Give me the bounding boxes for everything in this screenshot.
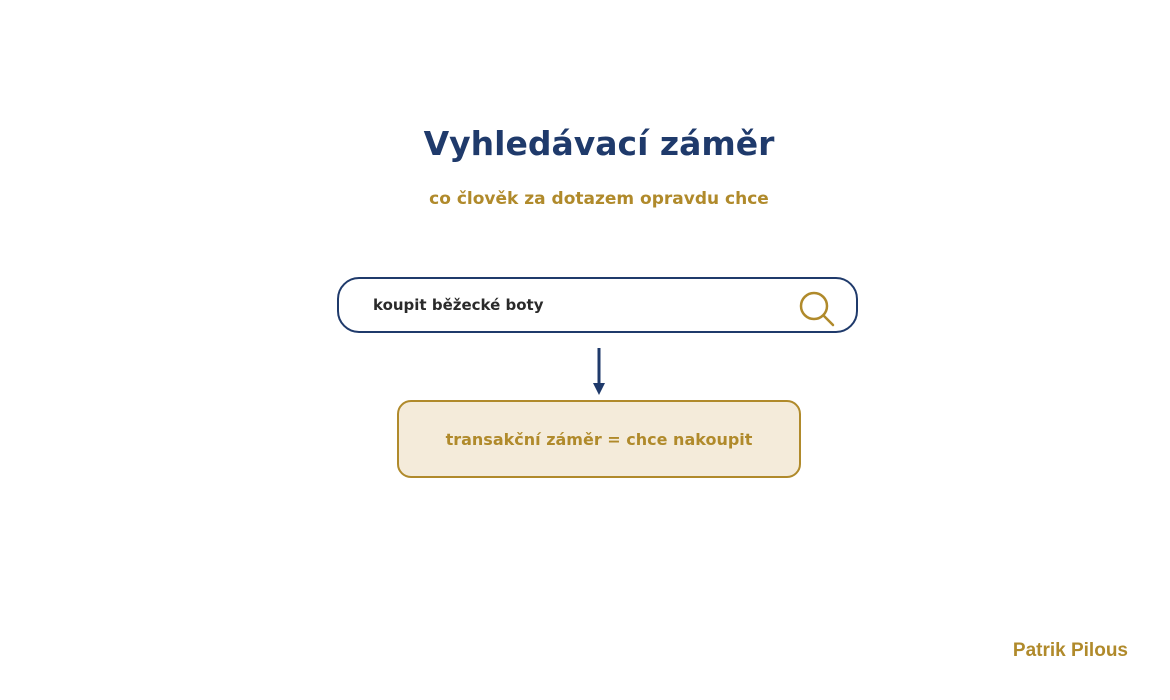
search-query-text: koupit běžecké boty	[373, 296, 544, 314]
arrow-down-icon	[593, 348, 605, 395]
intent-label: transakční záměr = chce nakoupit	[445, 429, 753, 449]
search-icon	[799, 291, 835, 327]
intent-box: transakční záměr = chce nakoupit	[397, 400, 801, 478]
search-bar: koupit běžecké boty	[337, 277, 858, 333]
author-name: Patrik Pilous	[1012, 640, 1128, 661]
diagram-title: Vyhledávací záměr	[423, 124, 775, 163]
diagram-subtitle: co člověk za dotazem opravdu chce	[429, 189, 769, 209]
